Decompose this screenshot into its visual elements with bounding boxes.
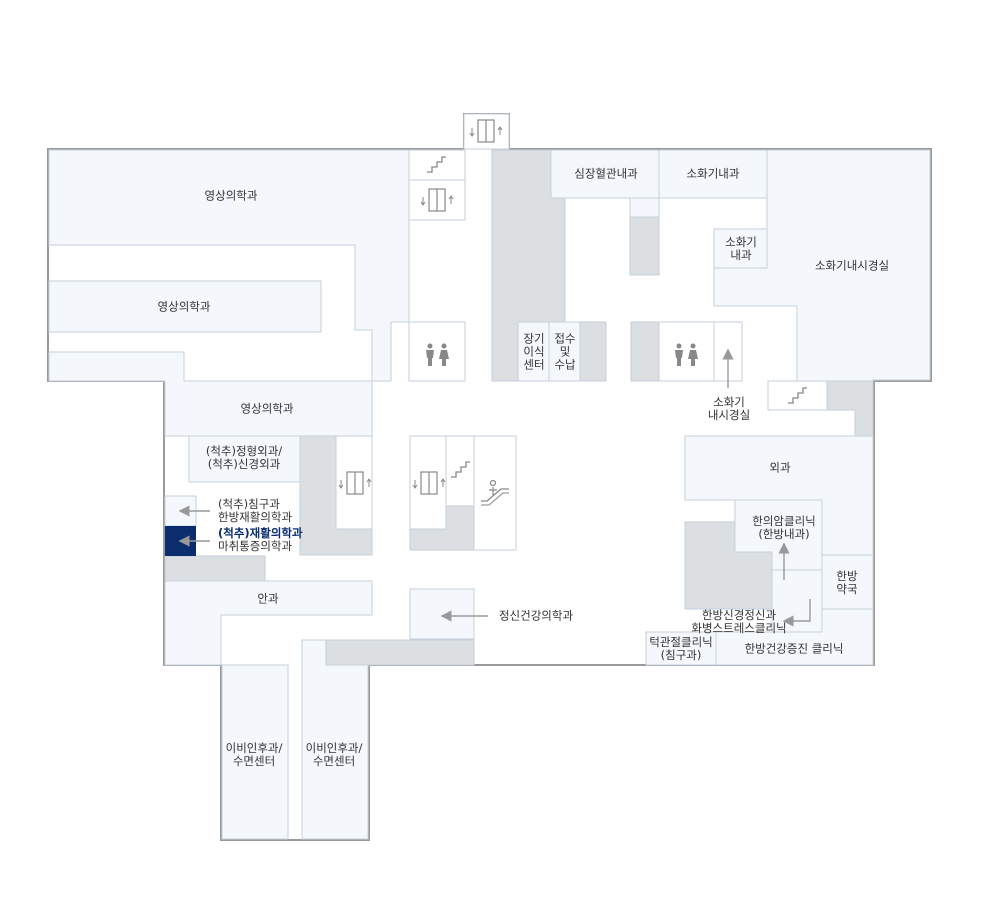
label-line: 약국 xyxy=(836,582,858,596)
label-line: 한방 xyxy=(836,569,858,583)
service-core-center xyxy=(491,149,566,382)
service-bottom xyxy=(325,639,475,666)
room-health-promo xyxy=(715,608,874,666)
label-line: (척추)재활의학과 xyxy=(218,526,303,540)
service-left-core xyxy=(299,435,373,556)
label-line: 수면센터 xyxy=(232,754,276,768)
label-line: 및 xyxy=(559,344,571,359)
room-spine-ortho xyxy=(188,435,301,483)
label-line: (침구과) xyxy=(660,648,702,662)
label-line: 화병스트레스클리닉 xyxy=(691,621,787,635)
label-line: 한방신경정신과 xyxy=(701,608,777,622)
label-line: 턱관절클리닉 xyxy=(649,635,713,649)
label-line: (척추)신경외과 xyxy=(207,457,281,471)
room-ophthalmology xyxy=(164,580,373,666)
label-endoscopy[interactable]: 소화기내시경실 xyxy=(814,258,890,273)
elevator-left-box xyxy=(335,435,373,530)
label-line: 이식 xyxy=(523,344,545,359)
label-line: 수납 xyxy=(554,357,576,372)
label-radiology-lower[interactable]: 영상의학과 xyxy=(240,401,294,416)
service-left-strip xyxy=(164,555,266,582)
label-organ-transplant[interactable]: 장기 이식 센터 xyxy=(523,331,545,372)
room-ent-1 xyxy=(221,664,289,840)
service-center-core xyxy=(409,505,475,551)
label-radiology-top[interactable]: 영상의학과 xyxy=(204,188,258,203)
label-line: 내시경실 xyxy=(707,408,751,422)
label-radiology-middle[interactable]: 영상의학과 xyxy=(157,299,211,314)
room-radiology-middle xyxy=(48,280,322,333)
label-line: 소화기 xyxy=(713,395,745,409)
label-acupuncture[interactable]: (척추)침구과 한방재활의학과 xyxy=(218,498,292,524)
label-line: 내과 xyxy=(730,248,752,262)
restroom-right xyxy=(658,321,715,382)
label-rehab[interactable]: (척추)재활의학과 마취통증의학과 xyxy=(218,527,303,553)
service-east-core xyxy=(826,380,874,437)
label-line: 접수 xyxy=(554,331,576,346)
label-ent-1[interactable]: 이비인후과/ 수면센터 xyxy=(226,742,283,768)
elevator-center-box xyxy=(409,435,447,530)
label-cardiology[interactable]: 심장혈관내과 xyxy=(574,166,638,181)
label-pharmacy[interactable]: 한방 약국 xyxy=(836,570,857,596)
room-ent-2 xyxy=(301,639,369,840)
label-gastro-small[interactable]: 소화기 내과 xyxy=(725,236,757,262)
label-ent-2[interactable]: 이비인후과/ 수면센터 xyxy=(306,742,363,768)
label-line: 한의암클리닉 xyxy=(752,514,816,528)
label-psychiatry[interactable]: 정신건강의학과 xyxy=(498,608,574,623)
room-tmj xyxy=(645,631,717,666)
label-line: 한방재활의학과 xyxy=(218,510,293,524)
service-restroom-right xyxy=(630,321,660,382)
escalator-box xyxy=(473,435,517,551)
label-line: 장기 xyxy=(523,331,545,346)
escalator-icon xyxy=(481,479,509,506)
room-psychiatry xyxy=(409,588,475,640)
label-line: 이비인후과/ xyxy=(305,741,363,755)
arrow-neuro-psych xyxy=(782,599,811,627)
room-cardiology-ext xyxy=(629,197,660,218)
label-oncology[interactable]: 한의암클리닉 (한방내과) xyxy=(752,515,815,541)
service-oncology-core xyxy=(684,521,773,610)
service-cardio xyxy=(629,216,660,276)
label-ophthalmology[interactable]: 안과 xyxy=(257,591,279,606)
label-spine-ortho[interactable]: (척추)정형외과/ (척추)신경외과 xyxy=(206,445,282,471)
stairs-center-box xyxy=(445,435,475,507)
service-reception-ext xyxy=(579,321,607,382)
label-line: 소화기 xyxy=(725,235,757,249)
label-line: (척추)정형외과/ xyxy=(205,444,283,458)
label-line: (척추)침구과 xyxy=(218,497,280,511)
label-reception[interactable]: 접수 및 수납 xyxy=(554,331,576,372)
label-line: 센터 xyxy=(523,357,545,372)
label-health-promo[interactable]: 한방건강증진 클리닉 xyxy=(744,641,844,656)
label-gastro[interactable]: 소화기내과 xyxy=(686,166,740,181)
label-line: 마취통증의학과 xyxy=(218,539,293,553)
label-line: (한방내과) xyxy=(758,527,810,541)
room-reception xyxy=(548,321,581,382)
label-surgery[interactable]: 외과 xyxy=(769,460,791,475)
label-endoscopy-pointer[interactable]: 소화기 내시경실 xyxy=(708,396,750,422)
label-tmj[interactable]: 턱관절클리닉 (침구과) xyxy=(649,636,712,662)
restroom-left xyxy=(408,321,466,382)
label-neuro-psych[interactable]: 한방신경정신과 화병스트레스클리닉 xyxy=(691,609,786,635)
label-line: 수면센터 xyxy=(312,754,356,768)
label-line: 이비인후과/ xyxy=(225,741,283,755)
